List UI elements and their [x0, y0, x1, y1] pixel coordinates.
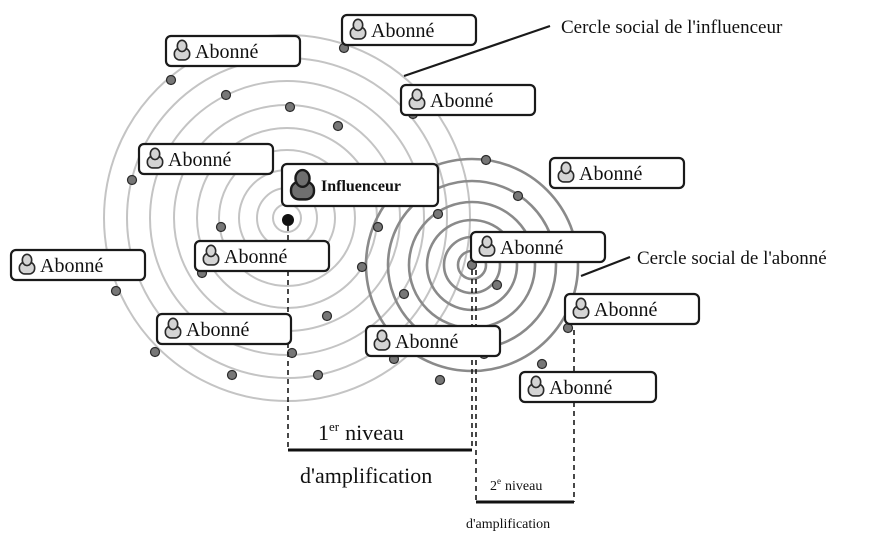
- first-level-number: 1: [318, 420, 329, 445]
- follower-dot: [332, 120, 344, 132]
- follower-label-text: Abonné: [40, 255, 103, 277]
- follower-label: Abonné: [155, 312, 293, 346]
- follower-label: Abonné: [137, 142, 275, 176]
- follower-label: Abonné: [193, 239, 331, 273]
- follower-dot: [512, 190, 524, 202]
- follower-dot: [126, 174, 138, 186]
- influencer-label-text: Influenceur: [321, 178, 401, 195]
- first-level-subtitle: d'amplification: [300, 463, 432, 488]
- follower-label: Abonné: [548, 156, 686, 190]
- follower-label: Abonné: [9, 248, 147, 282]
- follower-dot: [312, 369, 324, 381]
- follower-dot: [215, 221, 227, 233]
- follower-dot: [536, 358, 548, 370]
- follower-circle-pointer: [580, 255, 631, 278]
- follower-label-text: Abonné: [395, 331, 458, 353]
- follower-dot: [165, 74, 177, 86]
- influencer-label: Influenceur: [280, 162, 440, 208]
- follower-label-text: Abonné: [224, 246, 287, 268]
- follower-dot: [398, 288, 410, 300]
- follower-label-text: Abonné: [500, 237, 563, 259]
- follower-dot: [432, 208, 444, 220]
- follower-label: Abonné: [340, 13, 478, 47]
- follower-label: Abonné: [164, 34, 302, 68]
- follower-label: Abonné: [364, 324, 502, 358]
- follower-label: Abonné: [518, 370, 658, 404]
- second-level-word: niveau: [505, 479, 542, 494]
- follower-dot: [110, 285, 122, 297]
- follower-dot: [434, 374, 446, 386]
- follower-label: Abonné: [469, 230, 607, 264]
- follower-circle-annotation: Cercle social de l'abonné: [637, 248, 827, 269]
- follower-dot: [284, 101, 296, 113]
- follower-label-text: Abonné: [549, 377, 612, 399]
- follower-label: Abonné: [563, 292, 701, 326]
- follower-dot: [149, 346, 161, 358]
- second-level-number: 2: [490, 479, 497, 494]
- follower-label: Abonné: [399, 83, 537, 117]
- first-level-word: niveau: [345, 420, 404, 445]
- follower-dot: [220, 89, 232, 101]
- second-level-superscript: e: [497, 476, 501, 486]
- influencer-center-dot: [282, 214, 294, 226]
- follower-label-text: Abonné: [168, 149, 231, 171]
- follower-label-text: Abonné: [371, 20, 434, 42]
- follower-label-text: Abonné: [186, 319, 249, 341]
- second-level-subtitle: d'amplification: [466, 517, 550, 532]
- influencer-ring: [149, 80, 425, 356]
- influencer-circle-annotation: Cercle social de l'influenceur: [561, 17, 783, 38]
- follower-label-text: Abonné: [579, 163, 642, 185]
- follower-dot: [321, 310, 333, 322]
- follower-dot: [480, 154, 492, 166]
- influencer-ring: [218, 149, 356, 287]
- follower-dot: [286, 347, 298, 359]
- follower-dot: [491, 279, 503, 291]
- first-level-label: 1er niveau d'amplification: [300, 419, 432, 488]
- follower-dot: [226, 369, 238, 381]
- follower-label-text: Abonné: [195, 41, 258, 63]
- follower-label-text: Abonné: [594, 299, 657, 321]
- follower-label-text: Abonné: [430, 90, 493, 112]
- influencer-circle-pointer: [403, 24, 551, 78]
- follower-dot: [372, 221, 384, 233]
- follower-dot: [356, 261, 368, 273]
- first-level-superscript: er: [329, 419, 340, 434]
